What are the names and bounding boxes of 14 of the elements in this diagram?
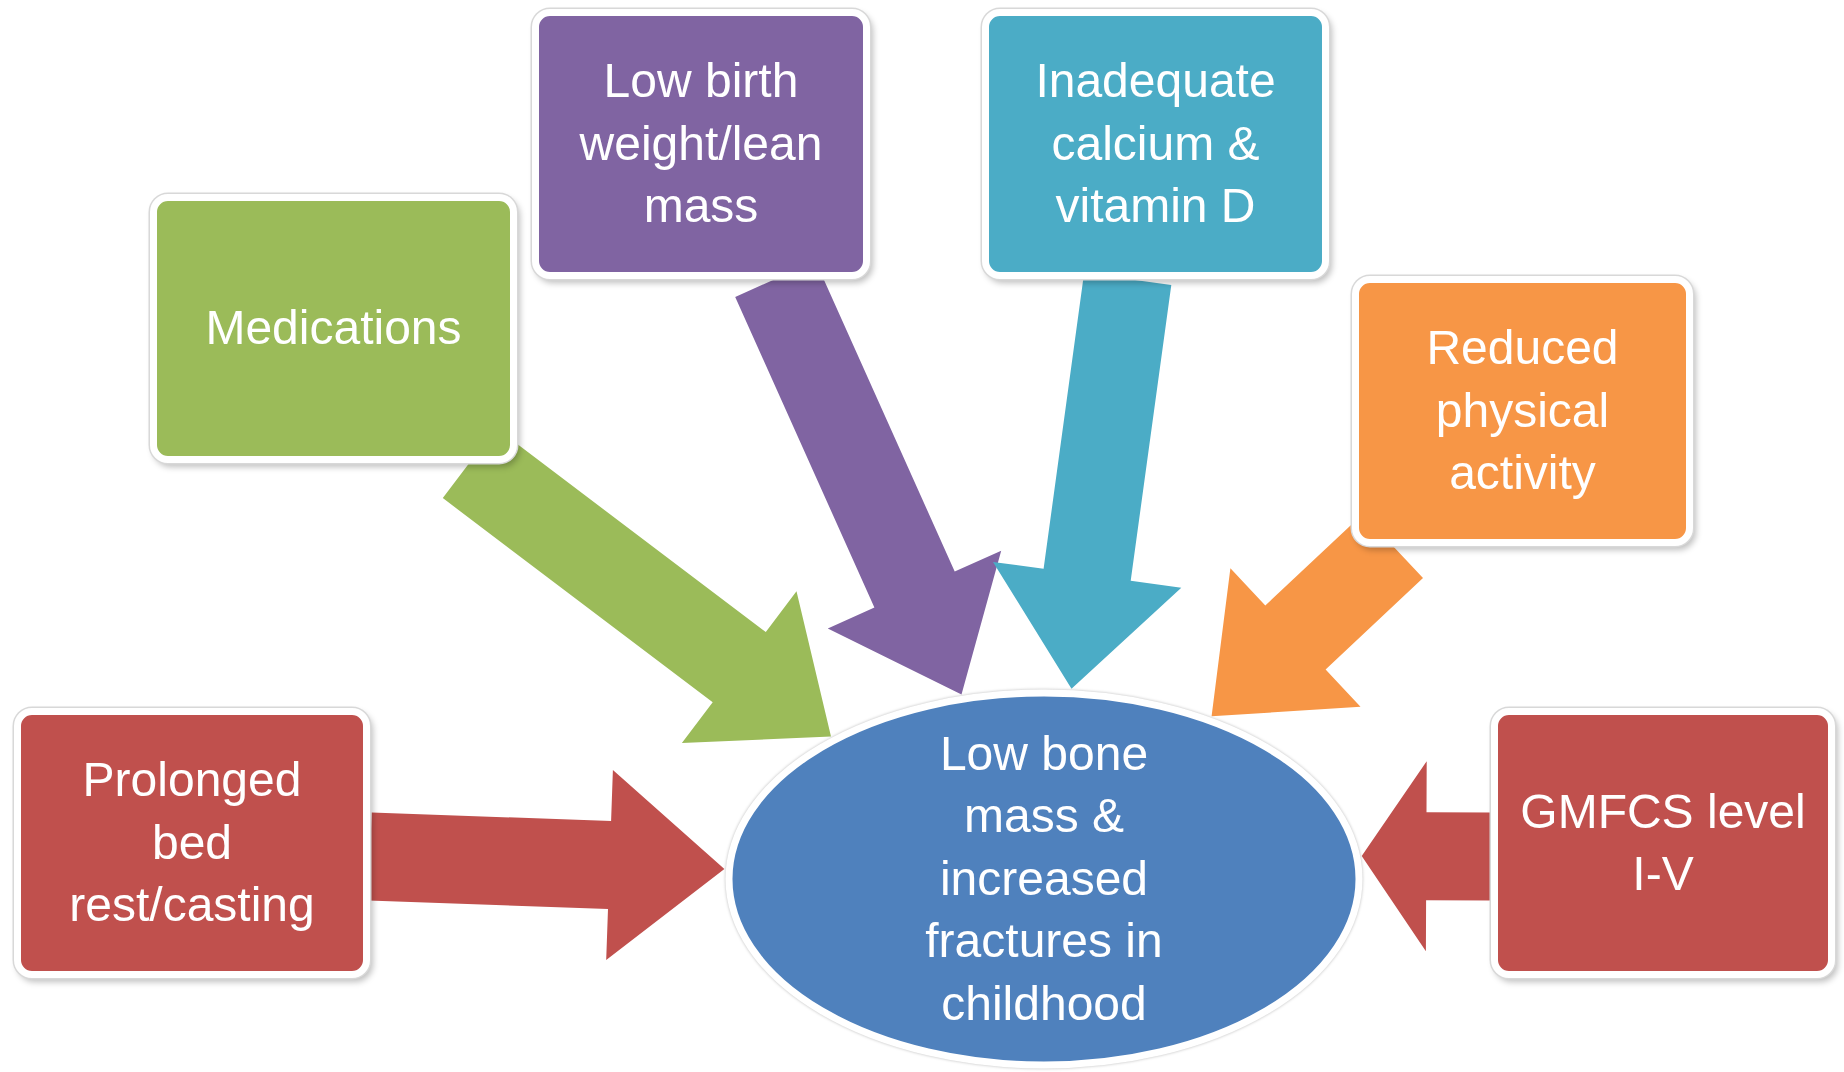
factor-box [150,194,517,463]
factor-box [1352,276,1693,546]
node-text: GMFCS level I-V [1519,783,1807,902]
node-text: Medications [204,300,463,357]
node-text: Reduced physical activity [1425,320,1620,502]
node-text: Prolonged bed rest/casting [68,752,316,934]
factor-box [532,9,870,279]
block-arrow [1361,761,1492,952]
node-text: Low birth weight/lean mass [578,53,824,235]
node-text: Low bone mass & increased fractures in childhood [924,726,1164,1032]
factor-box [982,9,1329,279]
factor-box [14,708,370,978]
factor-box [1491,708,1835,978]
node-text: Inadequate calcium & vitamin D [1034,53,1277,235]
